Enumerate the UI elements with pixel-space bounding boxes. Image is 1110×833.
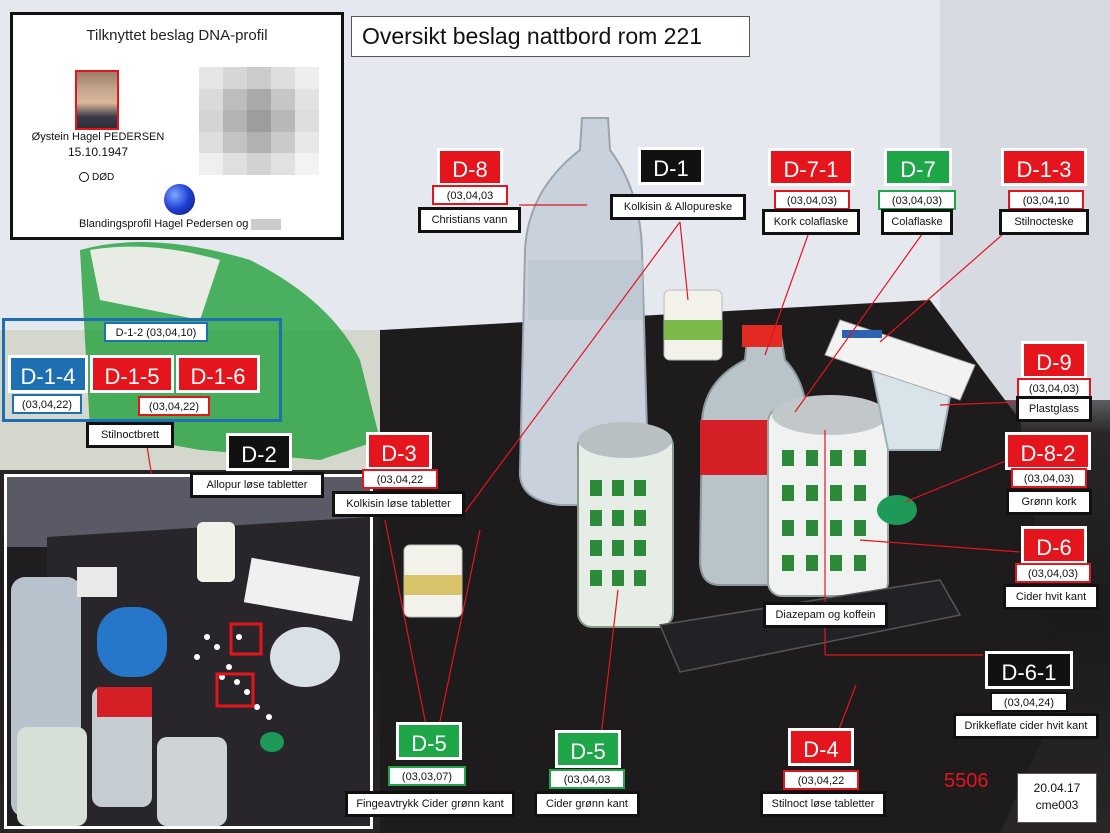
num-d-3: (03,04,22	[362, 469, 438, 489]
label-d-6-1: Drikkeflate cider hvit kant	[953, 713, 1099, 739]
code-d-7: D-7	[884, 148, 952, 186]
redacted-name	[251, 218, 282, 230]
label-d-4: Stilnoct løse tabletter	[760, 791, 886, 817]
code-d-3: D-3	[366, 432, 432, 470]
code-d-4: D-4	[788, 728, 854, 766]
num-d-8: (03,04,03	[432, 185, 508, 205]
code-d-1: D-1	[638, 147, 704, 185]
label-d-9: Plastglass	[1016, 396, 1092, 422]
code-d-8: D-8	[437, 148, 503, 186]
num-d-6: (03,04,03)	[1015, 563, 1091, 583]
mixed-profile-dot	[164, 184, 195, 215]
dna-panel-title: Tilknyttet beslag DNA-profil	[86, 27, 268, 44]
group-d1-num-right: (03,04,22)	[138, 396, 210, 416]
person-birthdate: 15.10.1947	[67, 145, 129, 159]
stamp-date: 20.04.17	[1033, 781, 1081, 795]
label-d-7-1: Kork colaflaske	[762, 209, 860, 235]
code-d-7-1: D-7-1	[768, 148, 854, 186]
inset-scene	[7, 477, 370, 826]
stamp-id: cme003	[1035, 798, 1079, 812]
code-d-5-a: D-5	[396, 722, 462, 760]
deceased-label: DØD	[92, 172, 115, 183]
date-stamp: 20.04.17 cme003	[1017, 773, 1097, 823]
code-d-5-b: D-5	[555, 730, 621, 768]
code-d-6-1: D-6-1	[985, 651, 1073, 689]
label-d-3: Kolkisin løse tabletter	[332, 491, 465, 517]
code-d-9: D-9	[1021, 341, 1087, 379]
num-d-9: (03,04,03)	[1017, 378, 1091, 398]
label-d-7: Colaflaske	[881, 209, 953, 235]
label-d-1: Kolkisin & Allopureske	[610, 194, 746, 220]
deceased-icon	[79, 172, 89, 183]
group-d1-frame	[2, 318, 282, 422]
group-d1-label: Stilnoctbrett	[86, 422, 174, 448]
label-d-8: Christians vann	[418, 207, 521, 233]
code-d-6: D-6	[1021, 526, 1087, 564]
photo-number: 5506	[944, 770, 989, 792]
pixelated-redaction	[199, 67, 319, 175]
label-d-5-a: Fingeavtrykk Cider grønn kant	[345, 791, 515, 817]
inset-illustration	[7, 477, 370, 826]
deceased-status: DØD	[79, 172, 114, 183]
label-d-5-b: Cider grønn kant	[534, 791, 640, 817]
dna-profile-panel: Tilknyttet beslag DNA-profil Øystein Hag…	[10, 12, 344, 240]
num-d-1-3: (03,04,10	[1008, 190, 1084, 210]
code-d-1-3: D-1-3	[1001, 148, 1087, 186]
num-d-6-1: (03,04,24)	[990, 692, 1068, 712]
code-d-2: D-2	[226, 433, 292, 471]
group-d1-num-left: (03,04,22)	[12, 394, 82, 414]
num-d-8-2: (03,04,03)	[1011, 468, 1087, 488]
label-d-1-3: Stilnocteske	[999, 209, 1089, 235]
label-diazepam: Diazepam og koffein	[763, 602, 888, 628]
person-name: Øystein Hagel PEDERSEN	[31, 131, 165, 143]
code-d-1-6: D-1-6	[176, 355, 260, 393]
inset-photo	[4, 474, 373, 829]
label-d-8-2: Grønn kork	[1006, 489, 1092, 515]
group-d1-top-label: D-1-2 (03,04,10)	[104, 322, 208, 342]
num-d-5-b: (03,04,03	[549, 769, 625, 789]
page-title: Oversikt beslag nattbord rom 221	[351, 16, 750, 57]
mixed-profile-label: Blandingsprofil Hagel Pedersen og	[79, 218, 282, 230]
code-d-1-5: D-1-5	[90, 355, 174, 393]
num-d-7-1: (03,04,03)	[774, 190, 850, 210]
label-d-2: Allopur løse tabletter	[190, 472, 324, 498]
code-d-1-4: D-1-4	[8, 355, 88, 393]
label-d-6: Cider hvit kant	[1003, 584, 1099, 610]
num-d-7: (03,04,03)	[878, 190, 956, 210]
num-d-4: (03,04,22	[783, 770, 859, 790]
mixed-profile-text: Blandingsprofil Hagel Pedersen og	[79, 218, 249, 230]
num-d-5-a: (03,03,07)	[388, 766, 466, 786]
code-d-8-2: D-8-2	[1005, 432, 1091, 470]
person-photo	[75, 70, 119, 130]
